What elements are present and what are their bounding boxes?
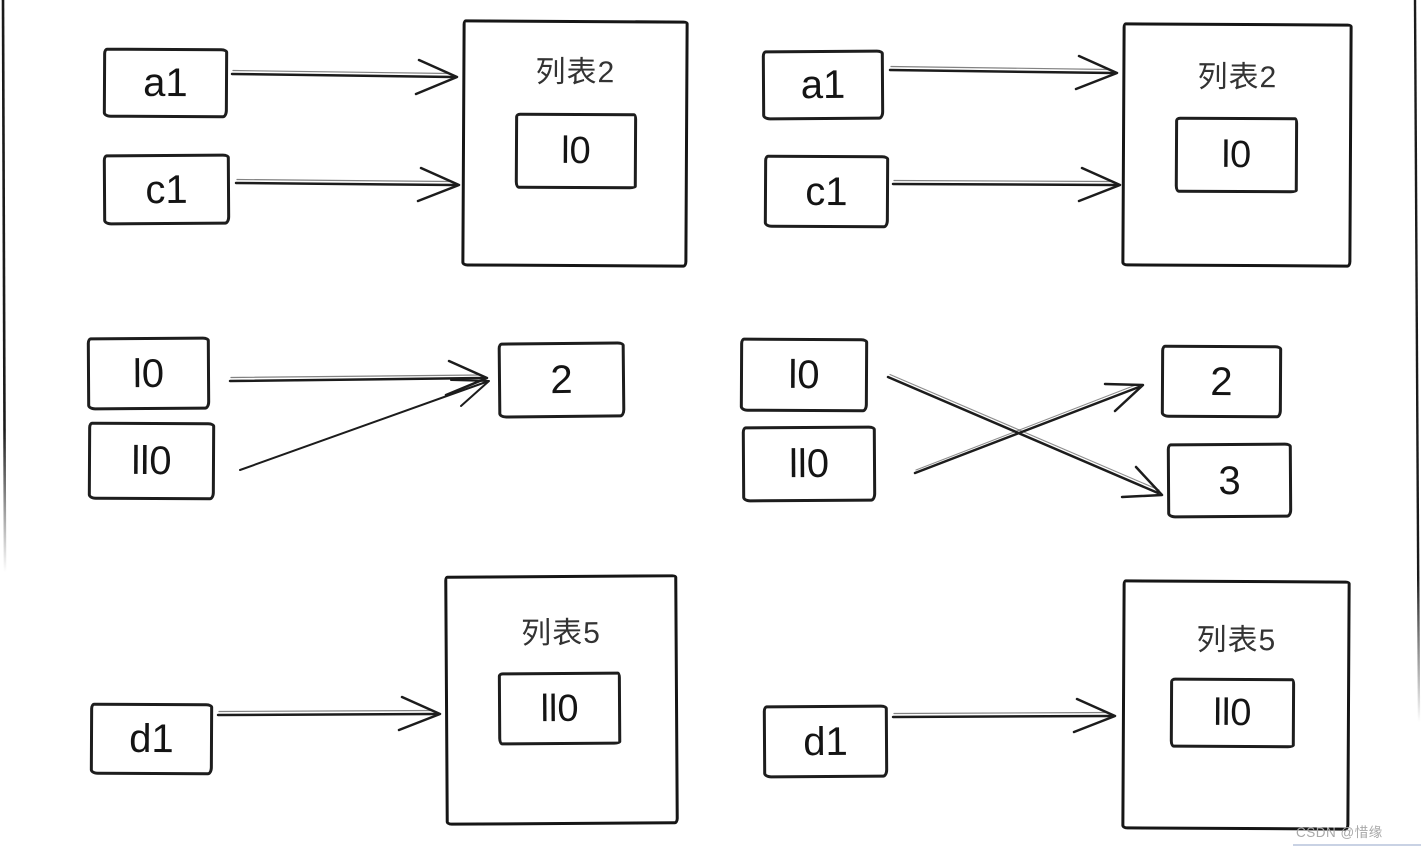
- node-left-l0: l0: [86, 336, 211, 411]
- list-title: 列表2: [1197, 60, 1278, 95]
- arrow-right-ll0-to-2: [913, 382, 1145, 475]
- arrow-right-l0-to-3: [886, 373, 1164, 499]
- list-box-left-list5: 列表5 ll0: [444, 574, 679, 826]
- node-right-2: 2: [1160, 344, 1283, 419]
- right-frame-line: [1413, 0, 1421, 723]
- node-right-d1: d1: [762, 704, 889, 779]
- list-title: 列表5: [1196, 623, 1277, 658]
- bottom-divider-line: [1293, 844, 1421, 846]
- node-right-a1: a1: [761, 49, 885, 121]
- arrow-left-ll0-to-2: [239, 379, 490, 471]
- list-box-right-list2: 列表2 l0: [1121, 22, 1353, 268]
- list-box-right-list5: 列表5 ll0: [1121, 579, 1351, 831]
- list-title: 列表5: [521, 616, 602, 651]
- node-left-c1: c1: [102, 153, 231, 226]
- left-frame-line: [1, 0, 7, 573]
- arrow-right-a1-to-list2: [888, 54, 1119, 91]
- node-right-list5-ll0: ll0: [1169, 677, 1296, 749]
- node-left-list2-l0: l0: [514, 112, 638, 190]
- list-box-left-list2: 列表2 l0: [461, 19, 689, 268]
- node-left-2: 2: [497, 341, 626, 419]
- arrow-left-c1-to-list2: [234, 166, 461, 203]
- node-right-c1: c1: [763, 154, 890, 229]
- arrow-right-c1-to-list2: [891, 166, 1122, 203]
- arrow-left-a1-to-list2: [230, 58, 459, 96]
- list-title: 列表2: [535, 55, 616, 90]
- arrow-left-d1-to-list5: [216, 695, 442, 732]
- node-right-l0: l0: [739, 337, 869, 413]
- node-right-3: 3: [1166, 442, 1293, 519]
- node-left-a1: a1: [102, 47, 229, 119]
- node-left-list5-ll0: ll0: [497, 671, 622, 746]
- csdn-watermark: CSDN @惜缘: [1296, 825, 1383, 840]
- arrow-left-l0-to-2: [228, 359, 489, 397]
- node-left-ll0: ll0: [87, 421, 216, 501]
- node-left-d1: d1: [89, 702, 214, 776]
- node-right-list2-l0: l0: [1174, 116, 1299, 194]
- arrow-right-d1-to-list5: [891, 697, 1117, 734]
- node-right-ll0: ll0: [741, 425, 877, 503]
